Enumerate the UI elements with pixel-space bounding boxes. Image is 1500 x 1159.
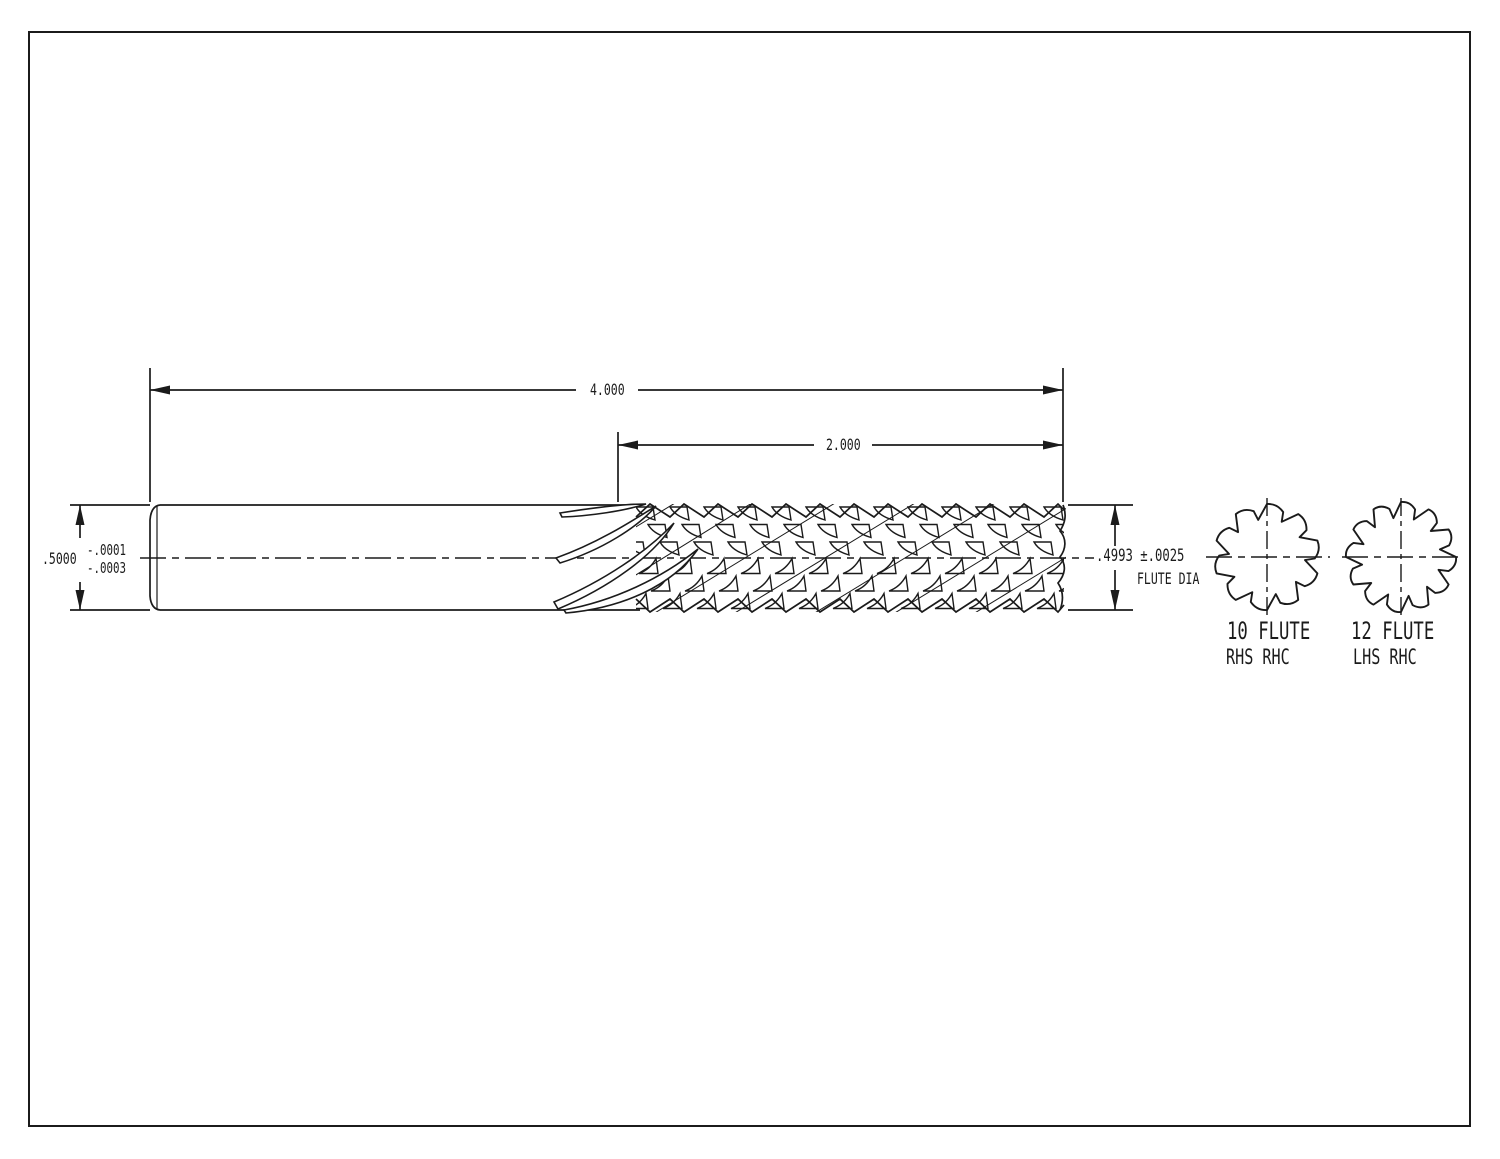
flute-length-value: 2.000 bbox=[826, 435, 861, 454]
flute-runout-leaves bbox=[552, 503, 699, 614]
dim-overall-length bbox=[149, 368, 1064, 502]
shank-outline bbox=[149, 504, 640, 611]
flute-diameter-label: FLUTE DIA bbox=[1137, 569, 1200, 588]
end-view-10-flute-label: 10 FLUTE bbox=[1227, 617, 1311, 645]
end-view-10-flute bbox=[1214, 503, 1320, 611]
shank-tolerance-upper: -.0001 bbox=[87, 541, 127, 559]
end-view-12-flute-style: LHS RHC bbox=[1353, 645, 1417, 669]
flute-top-zigzag bbox=[635, 502, 1065, 519]
flute-bottom-zigzag bbox=[635, 597, 1065, 614]
shank-tolerance-lower: -.0003 bbox=[87, 559, 127, 577]
overall-length-value: 4.000 bbox=[590, 380, 625, 399]
flute-diameter-value: .4993 ±.0025 bbox=[1096, 546, 1185, 566]
shank-diameter-value: .5000 bbox=[42, 549, 77, 568]
end-view-12-flute bbox=[1344, 500, 1458, 614]
dim-shank-diameter bbox=[70, 504, 150, 611]
end-view-12-flute-label: 12 FLUTE bbox=[1351, 617, 1435, 645]
flute-helix-lines bbox=[636, 504, 1066, 612]
centerlines bbox=[140, 498, 1463, 617]
flute-end-edge bbox=[1056, 504, 1066, 611]
flute-section bbox=[552, 502, 1066, 614]
end-view-10-flute-style: RHS RHC bbox=[1226, 645, 1290, 669]
dim-flute-diameter bbox=[1068, 504, 1133, 611]
dim-flute-length bbox=[617, 432, 1063, 502]
sheet-border bbox=[28, 31, 1471, 1127]
